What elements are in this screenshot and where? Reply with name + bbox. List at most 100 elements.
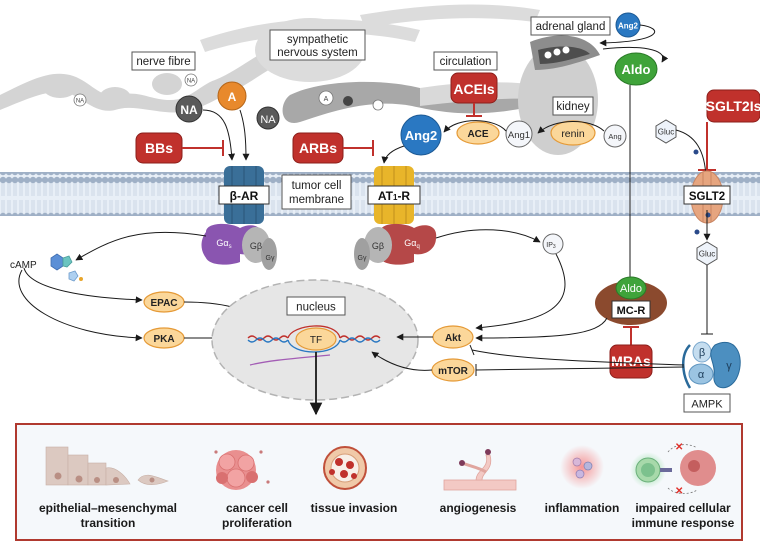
drug-bbs: BBs	[135, 132, 183, 164]
enzyme-ace: ACE	[456, 121, 500, 145]
camp-molecule-icon	[50, 253, 83, 282]
ang2-adrenal: Ang2	[615, 12, 641, 38]
gq-protein: Gαq	[375, 223, 437, 265]
svg-text:angiogenesis: angiogenesis	[440, 501, 517, 515]
arrow-adrenal-to-aldo	[602, 46, 669, 63]
outcome-proliferation: cancer cell proliferation	[222, 501, 292, 530]
svg-text:NA: NA	[180, 103, 198, 117]
camp-label: cAMP	[10, 260, 37, 271]
svg-text:Ang2: Ang2	[405, 128, 438, 143]
tissue-invasion-icon	[323, 446, 367, 490]
arrow-ang2-to-adrenal	[599, 24, 656, 47]
arrow-ang1-to-ang2	[443, 120, 507, 133]
svg-text:A: A	[324, 96, 329, 103]
svg-text:Gluc: Gluc	[658, 128, 674, 137]
vesicle-dot	[343, 96, 353, 106]
svg-text:adrenal gland: adrenal gland	[536, 21, 606, 33]
nerve-fibre-shape	[0, 40, 300, 113]
outcomes-panel	[15, 423, 743, 541]
svg-text:immune response: immune response	[632, 516, 735, 530]
sglt2-transporter: SGLT2	[683, 170, 731, 224]
inflammation-icon	[560, 445, 604, 489]
svg-text:BBs: BBs	[145, 140, 173, 156]
adrenaline-ligand: A	[217, 81, 247, 111]
svg-text:TF: TF	[310, 335, 322, 346]
svg-text:NA: NA	[187, 79, 195, 85]
label-circulation: circulation	[433, 51, 498, 71]
svg-text:impaired cellular: impaired cellular	[635, 501, 731, 515]
svg-text:kidney: kidney	[556, 101, 589, 113]
inhibit-sglt2is-sglt2	[698, 122, 716, 171]
svg-text:β: β	[699, 347, 705, 359]
label-tumor-cell-membrane: tumor cell membrane	[281, 174, 352, 210]
blocked-x-icon: ✕	[675, 442, 683, 453]
outcome-tissue-invasion: tissue invasion	[311, 501, 398, 515]
arrow-ang-to-ang1	[537, 121, 605, 134]
drug-sglt2is: SGLT2Is	[706, 89, 760, 123]
angiotensinogen-molecule: Ang	[603, 124, 627, 148]
sodium-ion	[693, 149, 699, 155]
svg-text:PKA: PKA	[153, 334, 174, 345]
svg-text:proliferation: proliferation	[222, 516, 292, 530]
enzyme-akt: Akt	[432, 325, 474, 349]
g-alpha-s-label: Gαs	[216, 238, 231, 250]
arrow-gq-to-ip3	[435, 229, 541, 243]
arrow-camp-to-pka	[18, 269, 143, 342]
svg-text:ARBs: ARBs	[299, 140, 337, 156]
at1r-receptor: AT1-R	[367, 166, 421, 224]
enzyme-epac: EPAC	[143, 291, 185, 313]
svg-text:epithelial–mesenchymal: epithelial–mesenchymal	[39, 501, 177, 515]
a-molecule-small-1: A	[318, 90, 334, 106]
svg-text:Ang: Ang	[608, 132, 621, 141]
svg-text:NA: NA	[260, 114, 276, 126]
svg-text:sympathetic: sympathetic	[287, 34, 349, 46]
na-ligand: NA	[175, 95, 203, 123]
svg-text:AT1-R: AT1-R	[378, 189, 411, 203]
drug-mras: MRAs	[609, 344, 653, 379]
arrow-a-to-beta-ar	[239, 109, 250, 161]
na-ligand-2: NA	[256, 106, 280, 130]
inhibit-bbs-beta-ar	[182, 140, 224, 156]
arrow-ip3-to-akt	[475, 253, 566, 331]
svg-text:ACEIs: ACEIs	[453, 81, 494, 97]
enzyme-pka: PKA	[143, 327, 185, 349]
svg-text:Akt: Akt	[445, 333, 462, 344]
inhibit-aceis-ace	[466, 103, 482, 117]
inhibit-ampk-akt	[469, 344, 685, 366]
aldo-hormone: Aldo	[614, 52, 658, 86]
svg-text:NA: NA	[76, 99, 84, 105]
inhibit-gluc-ampk	[701, 265, 713, 335]
g-beta-gamma-1: Gβ Gγ	[242, 227, 277, 270]
svg-text:Gβ: Gβ	[250, 241, 262, 251]
g-beta-gamma-2: Gβ Gγ	[354, 227, 392, 270]
arrow-camp-to-epac	[23, 267, 143, 304]
svg-text:cancer cell: cancer cell	[226, 501, 288, 515]
ip3-molecule: IP3	[542, 233, 564, 255]
drug-aceis: ACEIs	[450, 72, 498, 104]
svg-text:mTOR: mTOR	[438, 366, 469, 377]
na-molecule-small-2: NA	[184, 73, 198, 87]
inhibit-mras-mcr	[623, 326, 639, 345]
svg-text:renin: renin	[561, 128, 585, 140]
svg-text:Ang1: Ang1	[508, 130, 530, 141]
svg-text:inflammation: inflammation	[545, 501, 620, 515]
enzyme-mtor: mTOR	[431, 358, 475, 382]
svg-text:β-AR: β-AR	[230, 189, 259, 203]
svg-text:Aldo: Aldo	[622, 62, 651, 77]
svg-text:Gγ: Gγ	[358, 255, 367, 262]
svg-text:tumor cell: tumor cell	[292, 180, 342, 192]
glucose-extracellular: Gluc	[655, 119, 677, 144]
svg-text:γ: γ	[726, 360, 732, 372]
svg-text:membrane: membrane	[289, 194, 344, 206]
glucose-intracellular: Gluc	[696, 241, 718, 266]
svg-text:A: A	[228, 90, 237, 104]
arrow-mcr-to-akt	[475, 317, 608, 342]
transcription-factor: TF	[295, 327, 337, 351]
sodium-ion-3	[694, 229, 700, 235]
label-kidney: kidney	[552, 96, 594, 116]
mineralocorticoid-receptor: Aldo MC-R	[595, 276, 667, 325]
svg-text:Ang2: Ang2	[618, 22, 639, 31]
enzyme-renin: renin	[550, 120, 596, 146]
svg-text:SGLT2Is: SGLT2Is	[706, 98, 760, 114]
